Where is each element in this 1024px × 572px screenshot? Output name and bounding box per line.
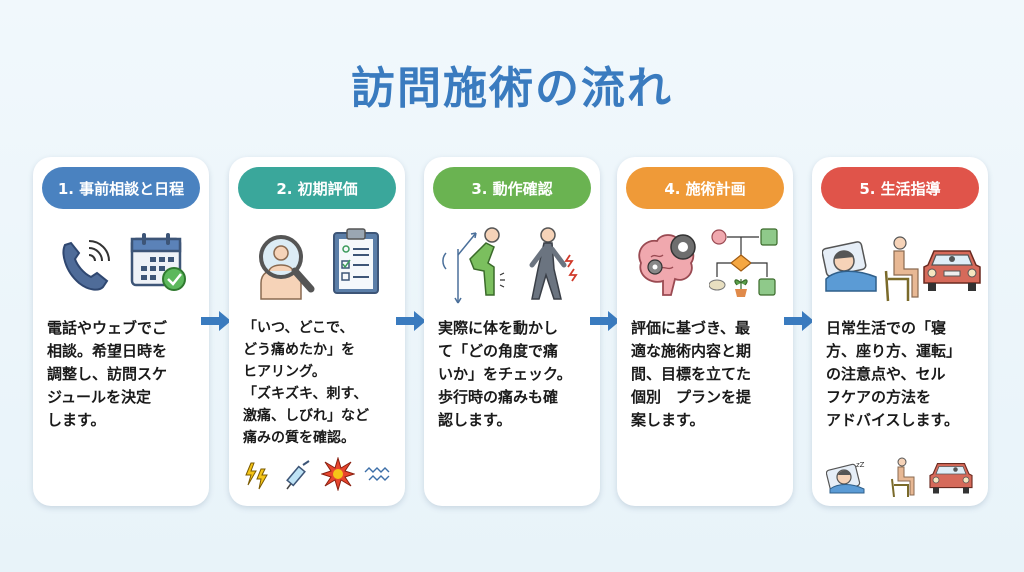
page-title: 訪問施術の流れ [351, 63, 673, 114]
arrow-right-icon [784, 311, 814, 331]
step-3-description: 実際に体を動かし て「どの角度で痛 いか」をチェック。 歩行時の痛みも確 認しま… [438, 319, 572, 429]
step-3-icons [424, 225, 600, 315]
step-2-description: 「いつ、どこで、 どう痛めたか」を ヒアリング。 「ズキズキ、刺す、 激痛、しび… [243, 320, 369, 446]
step-card-5: 5. 生活指導 日常生活での「寝 方、座り方、運転」 の注意点や、セル フケアの… [812, 157, 988, 506]
step-2-header: 2. 初期評価 [238, 167, 396, 209]
lifestyle-icons: zZ [812, 457, 988, 497]
calendar-check-icon [130, 233, 186, 291]
phone-icon [62, 240, 110, 291]
sleeping-zzz-icon: zZ [826, 461, 865, 494]
needle-pain-icon [286, 460, 310, 490]
magnifier-person-icon [259, 235, 315, 300]
treatment-flowchart-icon [709, 228, 778, 297]
burst-pain-icon [321, 457, 355, 491]
step-card-4: 4. 施術計画 評価に基づき、最 適な施術内容と期 間、目標を立てた 個別 プラ… [617, 157, 793, 506]
numbness-wave-icon [364, 467, 390, 481]
step-5-header: 5. 生活指導 [821, 167, 979, 209]
sitting-person-icon [884, 236, 919, 302]
step-card-3: 3. 動作確認 実際に体を動かし て「どの角度で痛 いか」をチェック。 歩行時の… [424, 157, 600, 506]
bending-range-of-motion-icon [442, 227, 505, 304]
sleeping-person-icon [822, 241, 877, 292]
pain-quality-icons [229, 457, 405, 497]
step-card-1: 1. 事前相談と日程 電話やウェブでご 相談。希望日時を 調整し、訪問スケ ジュ… [33, 157, 209, 506]
lightning-pain-icon [245, 462, 268, 490]
step-5-icons [812, 225, 988, 315]
brain-gear-icon [638, 234, 696, 296]
arrow-right-icon [201, 311, 231, 331]
step-5-description: 日常生活での「寝 方、座り方、運転」 の注意点や、セル フケアの方法を アドバイ… [826, 319, 962, 429]
step-4-header: 4. 施術計画 [626, 167, 784, 209]
step-1-description: 電話やウェブでご 相談。希望日時を 調整し、訪問スケ ジュールを決定 します。 [47, 319, 168, 429]
step-4-icons [617, 225, 793, 315]
walking-pain-icon [529, 227, 578, 300]
step-2-icons [229, 225, 405, 315]
step-1-header: 1. 事前相談と日程 [42, 167, 200, 209]
car-driving-icon [923, 250, 981, 291]
svg-text:zZ: zZ [856, 461, 865, 469]
step-card-2: 2. 初期評価 「いつ、どこで、 どう痛めたか」を ヒアリング。 「ズキズキ、刺… [229, 157, 405, 506]
step-3-header: 3. 動作確認 [433, 167, 591, 209]
step-1-icons [33, 225, 209, 315]
arrow-right-icon [590, 311, 620, 331]
sitting-person-icon [891, 457, 915, 497]
step-4-description: 評価に基づき、最 適な施術内容と期 間、目標を立てた 個別 プランを提 案します… [631, 319, 752, 429]
arrow-right-icon [396, 311, 426, 331]
car-driving-icon [929, 462, 973, 494]
clipboard-checklist-icon [333, 228, 379, 294]
